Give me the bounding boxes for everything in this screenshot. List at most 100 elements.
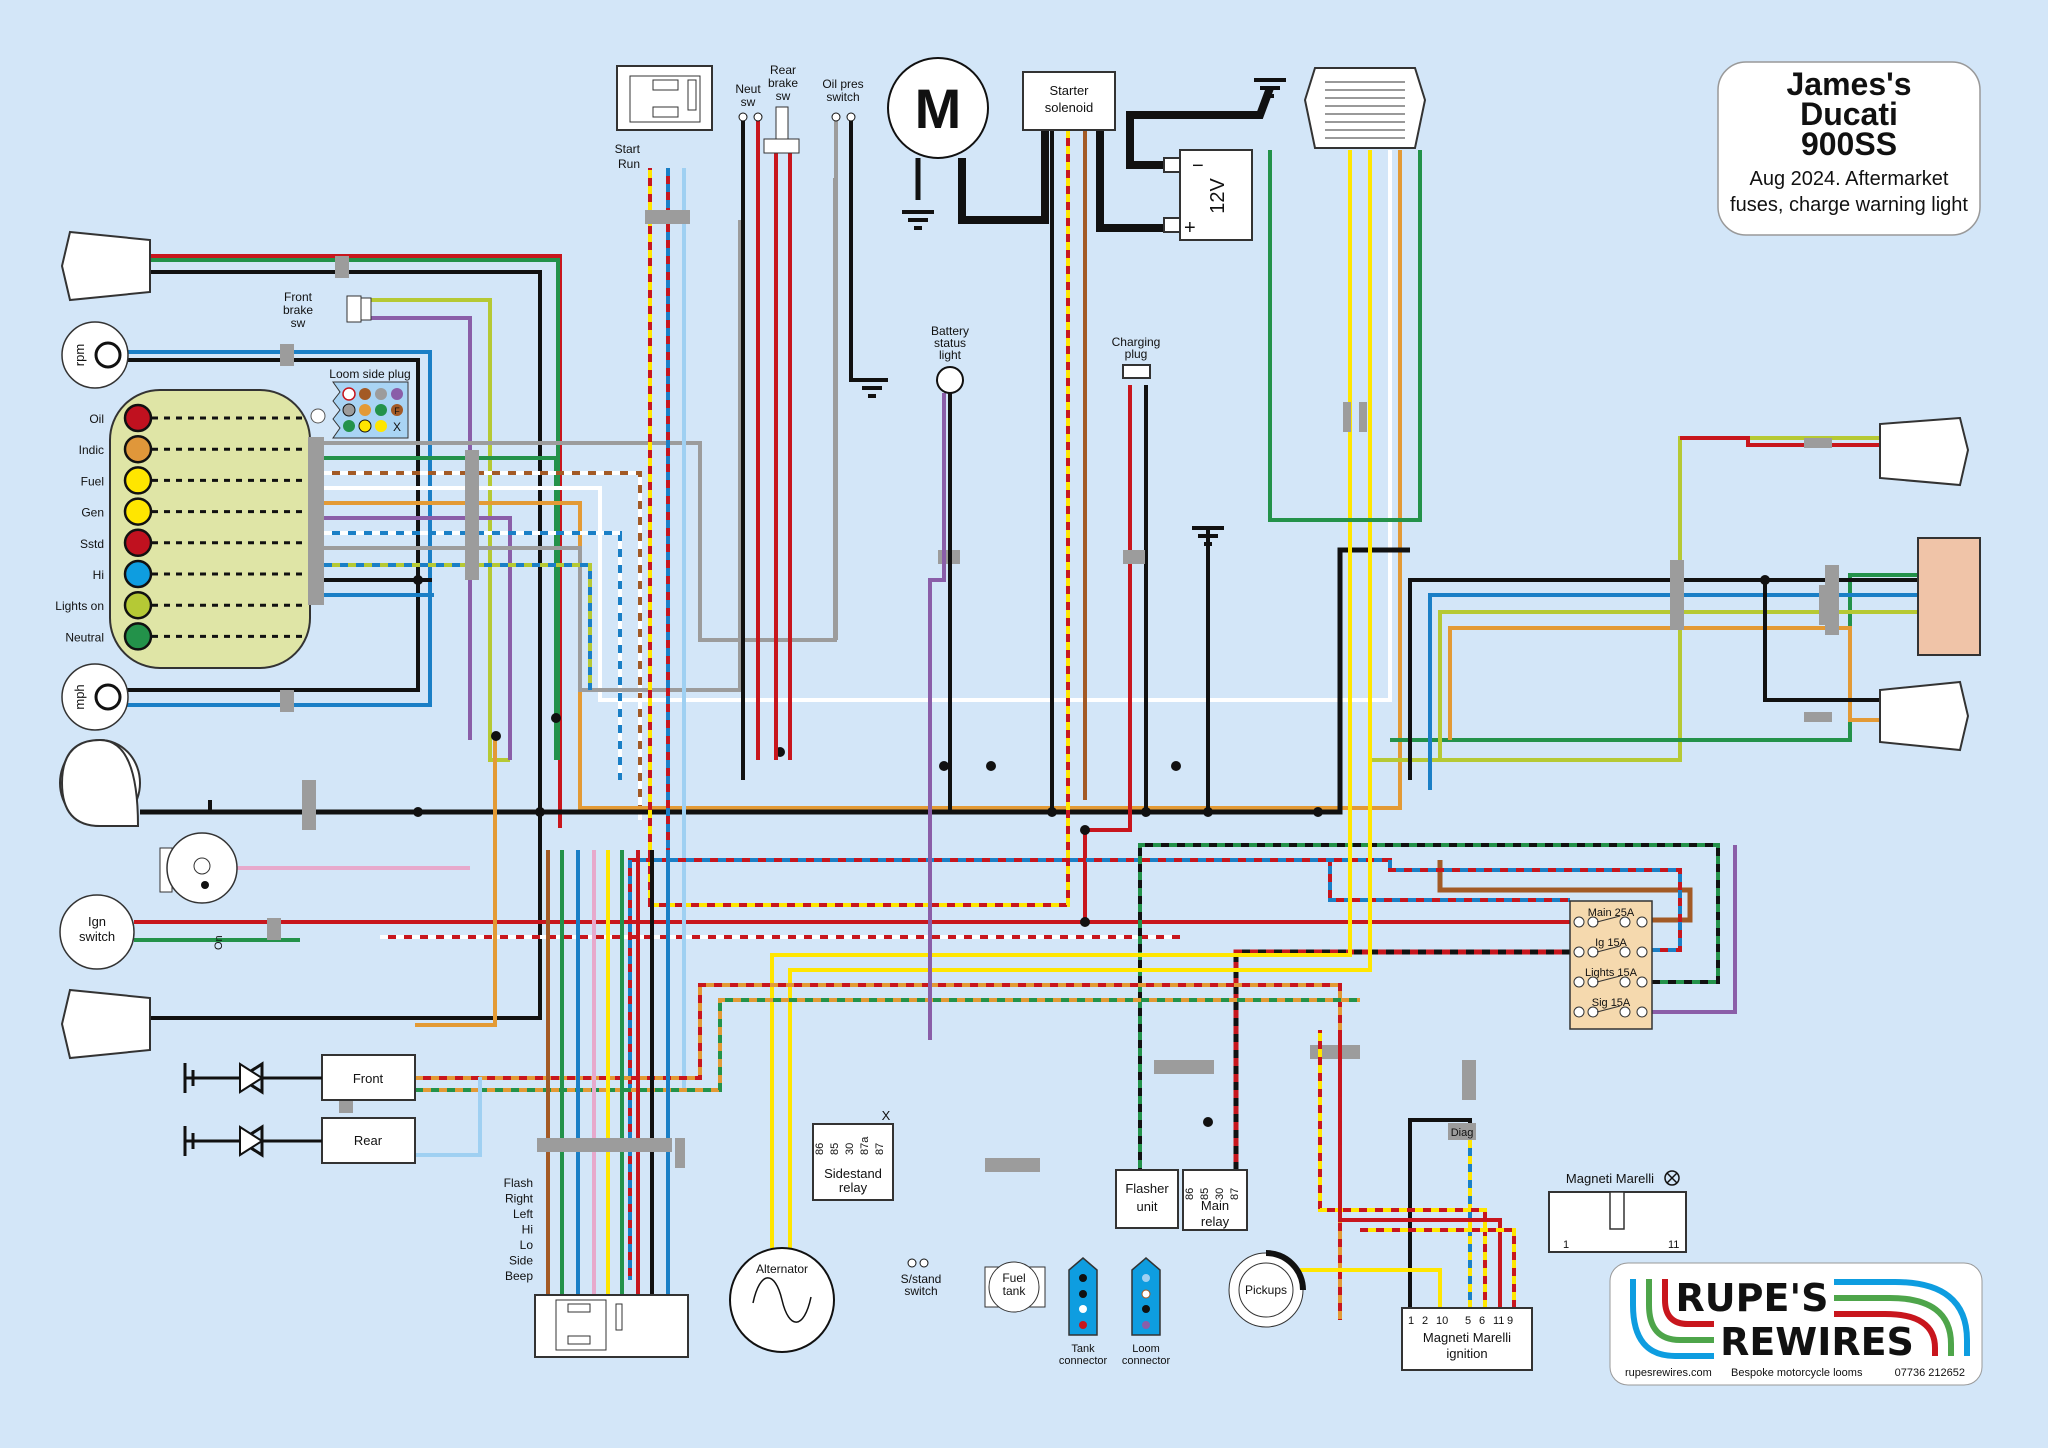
junction-dot — [1080, 917, 1090, 927]
battery: − + 12V — [1163, 149, 1253, 241]
switch-function-label: Side — [509, 1254, 533, 1268]
label: light — [939, 348, 962, 362]
fuse-label: Main 25A — [1588, 907, 1635, 919]
oil-pressure-switch: Oil pres switch — [822, 77, 864, 122]
label: Magneti Marelli — [1423, 1330, 1511, 1345]
rupes-rewires-logo: RUPE'S REWIRES rupesrewires.com Bespoke … — [1609, 1262, 1983, 1386]
ignition-switch[interactable]: Ign switch On — [59, 894, 225, 970]
wire — [1652, 845, 1737, 1014]
crosshair-icon — [310, 408, 326, 424]
junction-dot — [1080, 825, 1090, 835]
neg-terminal: − — [1192, 155, 1204, 177]
wire — [1438, 610, 1918, 760]
cross-circle-icon — [1664, 1170, 1680, 1186]
title-box: James's Ducati 900SS Aug 2024. Aftermark… — [1717, 61, 1981, 236]
junction-dot — [1203, 807, 1213, 817]
label: tank — [1003, 1284, 1027, 1298]
logo-tagline: Bespoke motorcycle looms — [1731, 1367, 1863, 1379]
connector — [1310, 1045, 1360, 1059]
pin-label: 86 — [1184, 1188, 1196, 1200]
label: plug — [1125, 347, 1148, 361]
terminal — [1573, 976, 1585, 988]
label: Fuel — [1002, 1271, 1025, 1285]
logo-phone: 07736 212652 — [1895, 1367, 1965, 1379]
title-line: 900SS — [1801, 126, 1897, 162]
plug-mark: X — [393, 420, 401, 434]
warning-lamp: Lights on — [55, 590, 308, 620]
wire — [150, 270, 542, 828]
connector — [1123, 550, 1145, 564]
junction-dot — [939, 761, 949, 771]
rpm-label: rpm — [72, 344, 87, 366]
wire-tracer — [324, 531, 622, 780]
connector — [645, 210, 690, 224]
pin-label: 6 — [1479, 1315, 1485, 1327]
junction-dot — [1203, 1117, 1213, 1127]
rear-coil: Rear — [183, 1117, 416, 1164]
mph-gauge: mph — [61, 663, 129, 731]
label: switch — [904, 1284, 937, 1298]
wire — [1096, 130, 1164, 232]
label: Oil pres — [822, 77, 863, 91]
wire-tracer — [666, 168, 1570, 902]
warning-lamp: Indic — [79, 434, 308, 464]
pin-label: 87 — [874, 1143, 886, 1155]
label: Starter — [1049, 83, 1089, 98]
start-label: Start — [615, 142, 641, 156]
terminal — [1587, 976, 1599, 988]
right-handlebar-switch[interactable]: Start Run — [615, 65, 713, 171]
label: sw — [291, 316, 306, 330]
wire — [324, 456, 558, 760]
connector — [1343, 402, 1351, 432]
pin-label: 87a — [859, 1136, 871, 1155]
horn — [159, 832, 238, 904]
lamp-icon — [123, 403, 153, 433]
pin-label: 9 — [1507, 1315, 1513, 1327]
spark-plug-icon — [183, 1124, 322, 1158]
spark-plug-icon — [239, 1125, 264, 1157]
wire-tracer — [628, 858, 1682, 1280]
wire — [150, 812, 542, 1020]
wire — [324, 516, 512, 760]
pin-label: 85 — [829, 1143, 841, 1155]
wire — [324, 150, 1392, 702]
ground-icon — [1254, 78, 1286, 98]
connector — [537, 1138, 672, 1152]
warning-lamp: Sstd — [80, 528, 308, 558]
label: S/stand — [901, 1272, 942, 1286]
battery-status-light: Battery status light — [931, 324, 969, 394]
label: Flasher — [1125, 1181, 1169, 1196]
wire — [140, 547, 1410, 815]
junction-dot — [491, 731, 501, 741]
connector-block — [308, 437, 324, 605]
connector — [1359, 402, 1367, 432]
label: Rear — [770, 63, 796, 77]
label: brake — [283, 303, 313, 317]
terminal — [1573, 1006, 1585, 1018]
lamp-label: Gen — [81, 506, 104, 520]
terminal — [1573, 916, 1585, 928]
warning-lamp: Fuel — [81, 466, 308, 495]
fuse: Sig 15A — [1573, 997, 1648, 1018]
coil-label: Rear — [354, 1133, 383, 1148]
fuse-link — [1596, 975, 1621, 983]
pin-label: 11 — [1668, 1239, 1679, 1251]
spark-plug-icon — [183, 1061, 322, 1095]
run-label: Run — [618, 157, 640, 171]
wire — [1408, 578, 1918, 780]
pin-label: 10 — [1436, 1315, 1448, 1327]
connector — [280, 690, 294, 712]
rear-brake-switch: Rear brake sw — [763, 63, 800, 154]
title-line: Ducati — [1800, 96, 1898, 132]
ign-on-label: On — [213, 935, 225, 950]
lamp-icon — [123, 466, 153, 495]
junction-dot — [1760, 575, 1770, 585]
wire — [415, 998, 1360, 1092]
sidestand-switch: S/stand switch — [901, 1258, 942, 1298]
starter-motor: M — [887, 57, 989, 159]
